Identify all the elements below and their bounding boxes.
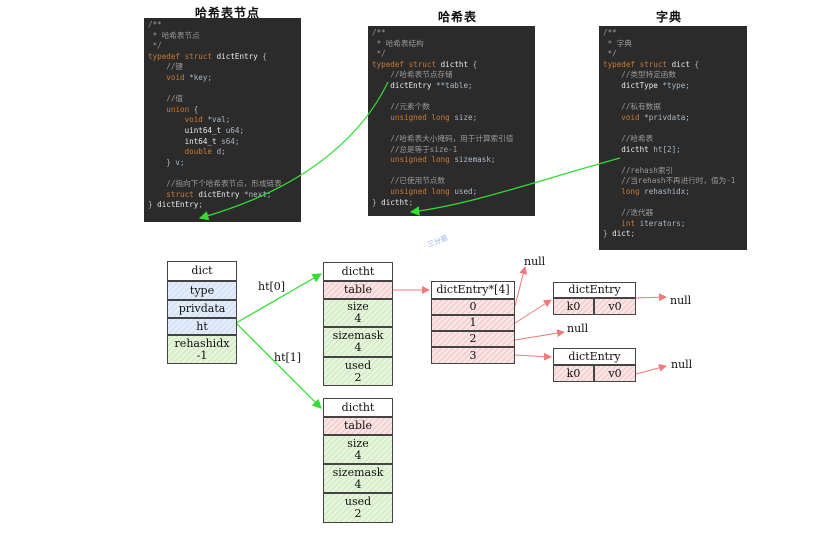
entry2-next-null-label: null — [671, 358, 693, 371]
dict-privdata-cell: privdata — [167, 300, 237, 318]
ht0-arrow — [235, 273, 323, 324]
entry2-key: k0 — [553, 365, 594, 382]
ht0-label: ht[0] — [258, 280, 286, 293]
entry2-value: v0 — [594, 365, 636, 382]
code-line: unsigned long size; — [390, 112, 478, 122]
code-line: } dict; — [603, 229, 636, 239]
code-line: int64_t s64; — [184, 136, 240, 146]
code-line: /** — [603, 28, 617, 37]
code-line: typedef struct dictEntry { — [148, 51, 267, 61]
entry1-next-null-label: null — [670, 294, 692, 307]
dict-entry-code-panel: /** * 哈希表节点 */typedef struct dictEntry {… — [144, 18, 301, 222]
entry1-next-arrow — [635, 293, 667, 302]
dict-type-cell: type — [167, 281, 237, 300]
code-line: //哈希表节点存储 — [372, 70, 453, 80]
dictht-title: 哈希表 — [438, 10, 478, 24]
ht1-arrow — [235, 322, 322, 409]
code-line: //哈希表 — [603, 133, 654, 143]
code-line: union { — [166, 104, 199, 114]
dict-ht-cell: ht — [167, 318, 237, 335]
code-line: } v; — [148, 157, 185, 167]
code-line: //键 — [148, 62, 184, 72]
code-line: * 哈希表结构 — [372, 38, 424, 48]
code-line: //类型特定函数 — [603, 70, 676, 80]
code-line: */ — [603, 49, 617, 59]
code-line: //当rehash不再进行时，值为-1 — [603, 176, 736, 186]
code-line: long rehashidx; — [621, 186, 690, 196]
ht0-dictht-header: dictht — [323, 262, 393, 281]
code-line: */ — [372, 49, 386, 59]
code-line: struct dictEntry *next; — [166, 189, 272, 199]
code-line: //私有数据 — [603, 102, 661, 112]
code-line: */ — [148, 41, 162, 51]
code-line: * 字典 — [603, 38, 632, 48]
dict-code-panel: /** * 字典 */typedef struct dict { //类型特定函… — [599, 26, 747, 250]
entry1-header: dictEntry — [553, 282, 636, 298]
code-line: typedef struct dict { — [603, 59, 700, 69]
code-line: //哈希表大小掩码，用于计算索引值 — [372, 133, 514, 143]
code-line: dictEntry **table; — [390, 80, 473, 90]
ht1-label: ht[1] — [274, 351, 302, 364]
link-ht-to-dictht — [409, 157, 621, 216]
array-header: dictEntry*[4] — [431, 281, 515, 299]
array-slot-1: 1 — [431, 315, 515, 331]
code-line: } dictEntry; — [148, 200, 203, 210]
array-slot-2: 2 — [431, 331, 515, 347]
code-line: typedef struct dictht { — [372, 59, 478, 69]
code-line: //总是等于size-1 — [372, 144, 458, 154]
array-slot-3: 3 — [431, 347, 515, 364]
slot2-null-label: null — [567, 322, 589, 335]
code-line: //元素个数 — [372, 102, 430, 112]
code-line: unsigned long used; — [390, 186, 478, 196]
code-line: //已使用节点数 — [372, 176, 445, 186]
code-line: //指向下个哈希表节点，形成链表 — [148, 178, 282, 188]
ht0-table-cell: table — [323, 281, 393, 299]
code-line: void *val; — [184, 115, 231, 125]
dict-rehashidx-cell: rehashidx-1 — [167, 335, 237, 364]
ht1-dictht-header: dictht — [323, 398, 393, 417]
slot0-null-arrow — [514, 266, 528, 307]
code-line: } dictht; — [372, 197, 414, 207]
slot0-null-label: null — [524, 255, 546, 268]
dict-title: 字典 — [656, 10, 683, 24]
code-line: unsigned long sizemask; — [390, 155, 496, 165]
code-line: double d; — [184, 147, 226, 157]
entry2-header: dictEntry — [553, 348, 636, 365]
code-line: //迭代器 — [603, 208, 654, 218]
link-table-to-entry — [198, 81, 389, 221]
dict-entry-title: 哈希表节点 — [195, 6, 261, 20]
code-line: * 哈希表节点 — [148, 30, 200, 40]
slot1-entry1-arrow — [514, 299, 552, 324]
code-line: dictType *type; — [621, 80, 690, 90]
array-slot-0: 0 — [431, 299, 515, 315]
entry1-key: k0 — [553, 298, 594, 315]
code-line: /** — [148, 20, 162, 29]
code-line: int iterators; — [621, 218, 686, 228]
slot3-entry2-arrow — [514, 352, 552, 361]
dictht-code-panel: /** * 哈希表结构 */typedef struct dictht { //… — [368, 26, 535, 216]
code-line: void *privdata; — [621, 112, 690, 122]
dict-struct-header: dict — [167, 261, 237, 281]
ht1-table-cell: table — [323, 417, 393, 435]
entry2-next-arrow — [635, 363, 667, 375]
code-line: /** — [372, 28, 386, 37]
code-line: void *key; — [166, 72, 213, 82]
slot2-null-arrow — [514, 329, 565, 341]
entry1-value: v0 — [594, 298, 636, 315]
code-line: uint64_t u64; — [184, 125, 245, 135]
code-line: //值 — [148, 94, 184, 104]
code-line: //rehash索引 — [603, 165, 674, 175]
code-line: dictht ht[2]; — [621, 144, 681, 154]
